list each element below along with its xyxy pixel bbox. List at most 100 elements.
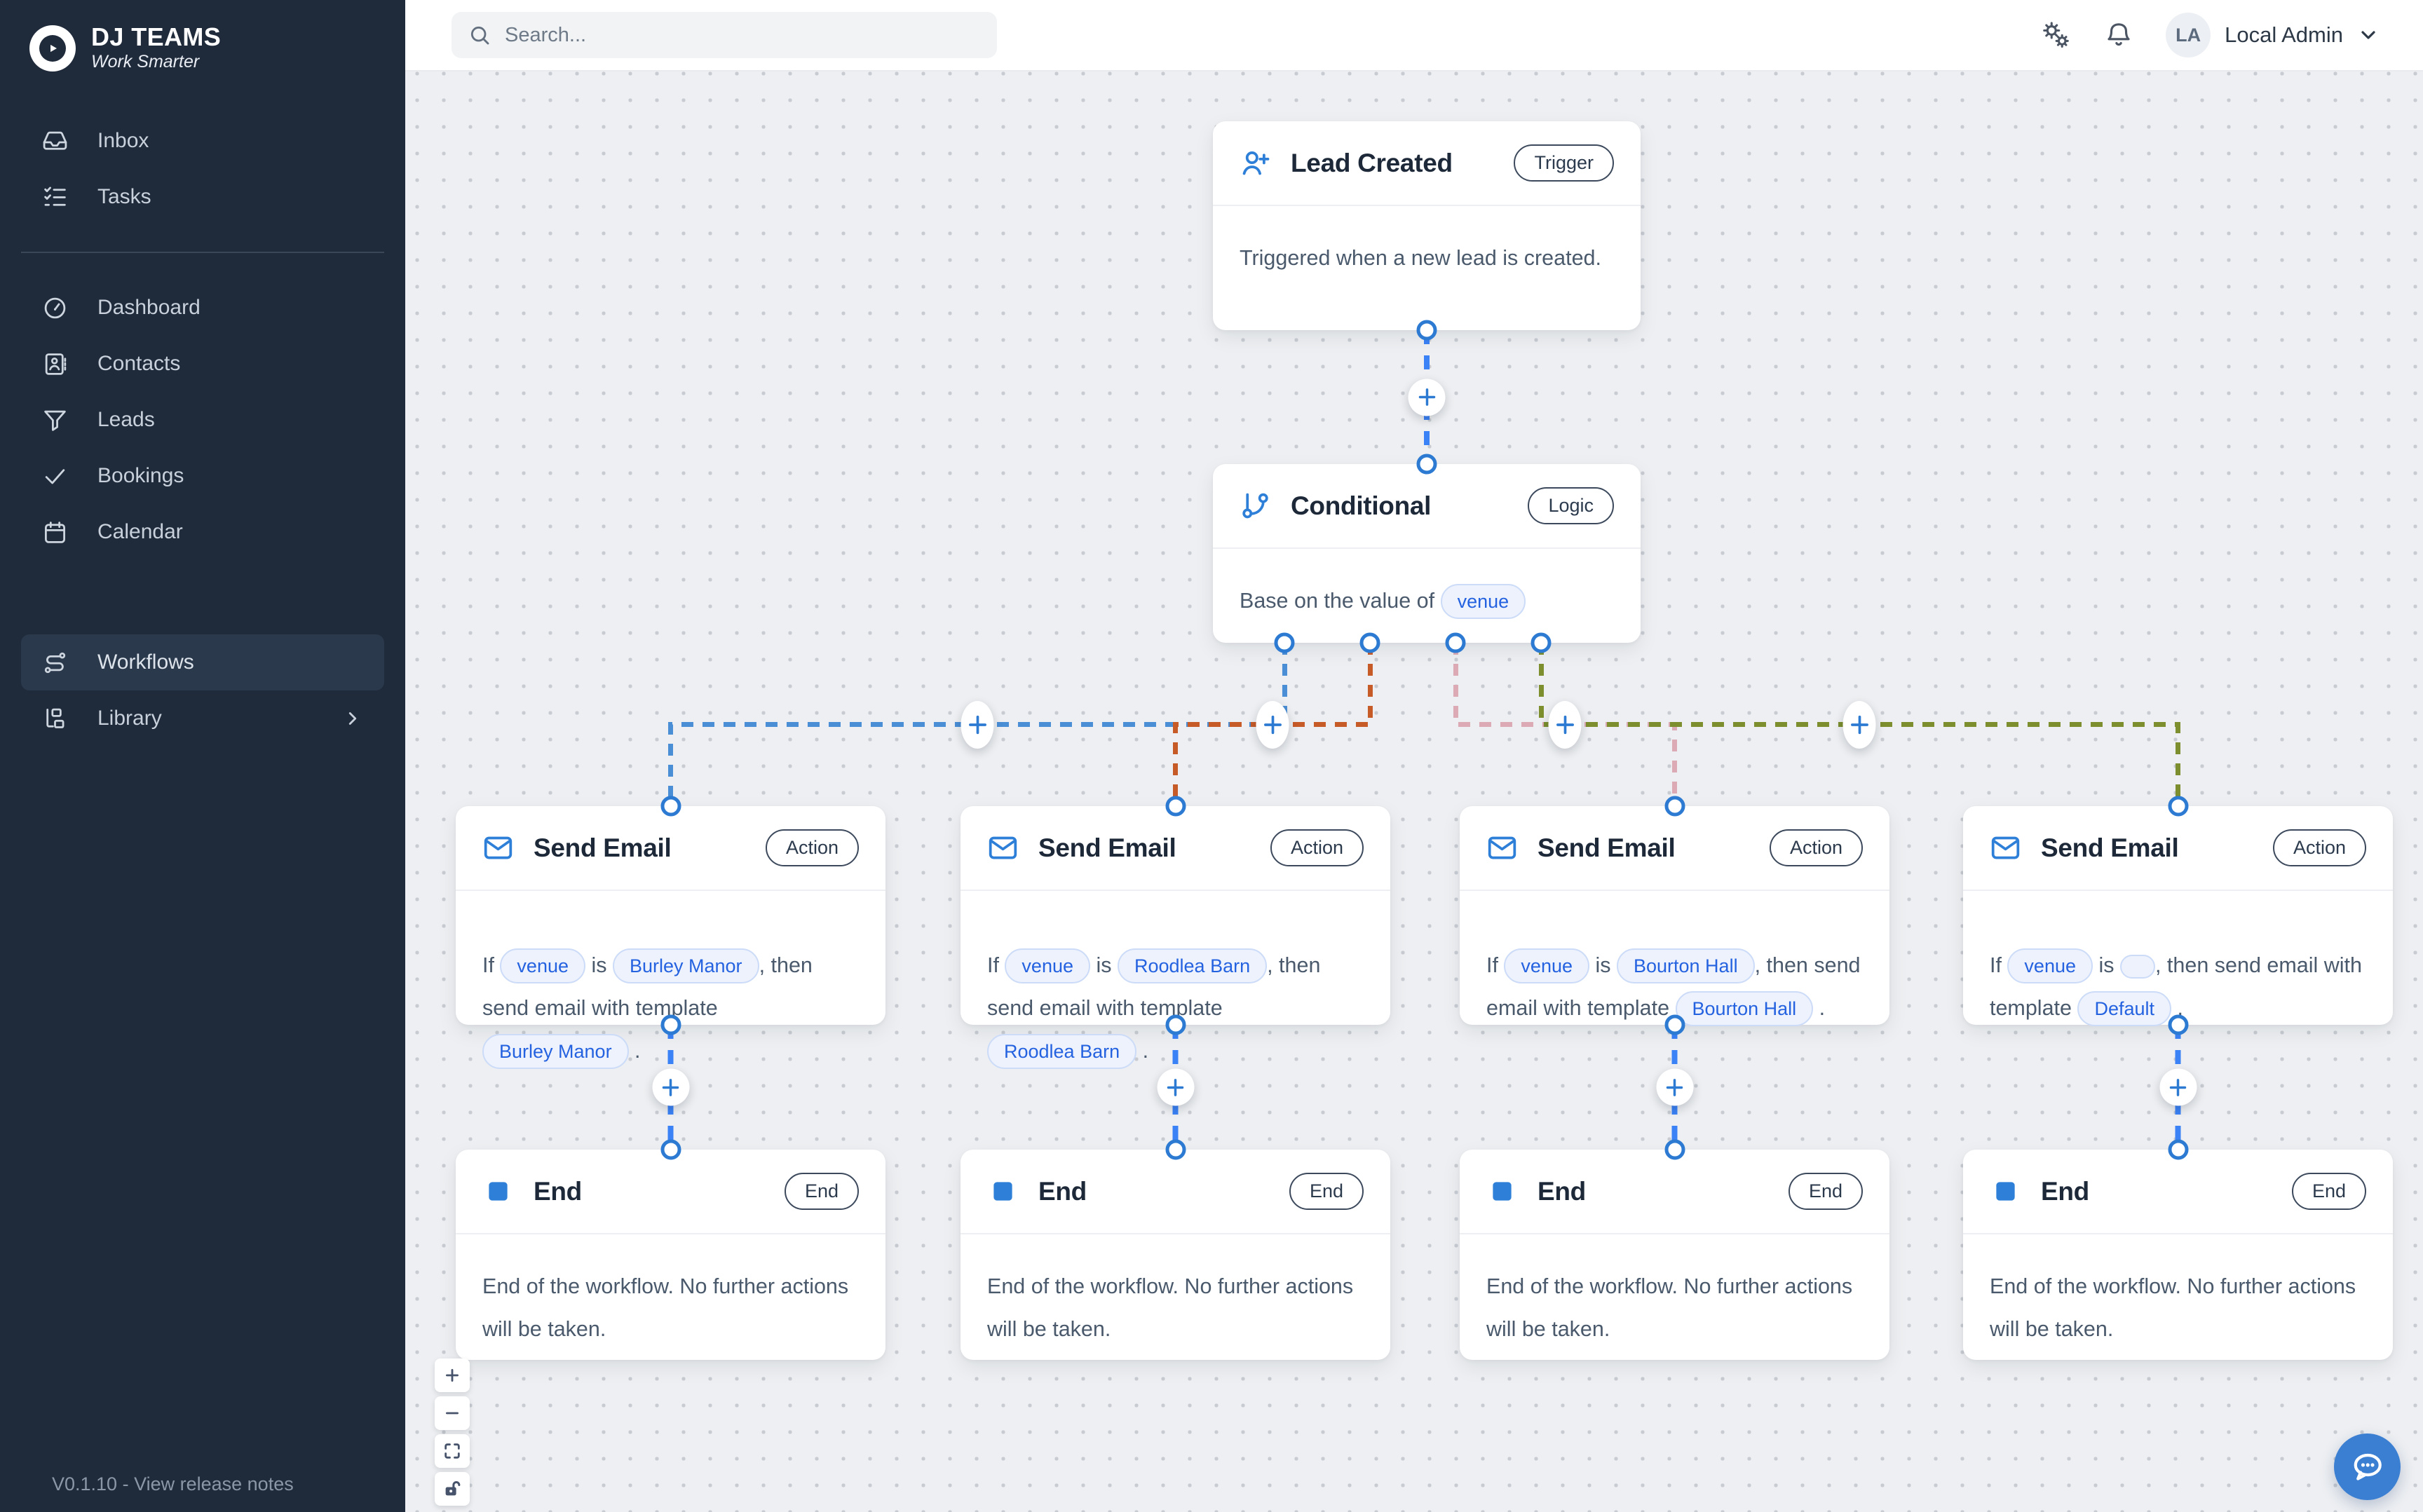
mail-icon (987, 832, 1019, 864)
sidebar-item-label: Dashboard (97, 296, 201, 319)
zoom-out-button[interactable] (435, 1396, 470, 1430)
token-chip[interactable]: Burley Manor (482, 1034, 629, 1069)
node-type-badge: Action (2272, 829, 2366, 866)
add-step-button[interactable] (1157, 1068, 1194, 1106)
connection-handle[interactable] (660, 1014, 681, 1035)
sidebar-item-library[interactable]: Library (21, 690, 384, 747)
connection-handle[interactable] (1445, 632, 1466, 653)
notifications-bell-icon[interactable] (2104, 20, 2133, 50)
add-step-button[interactable] (2159, 1068, 2197, 1106)
node-description: If venue is Bourton Hall, then send emai… (1460, 891, 1889, 1030)
sidebar-item-bookings[interactable]: Bookings (21, 448, 384, 504)
play-icon (39, 34, 66, 62)
token-chip[interactable] (2119, 954, 2155, 979)
connection-handle[interactable] (660, 796, 681, 817)
mail-icon (482, 832, 514, 864)
add-step-button[interactable] (1656, 1068, 1693, 1106)
node-description: End of the workflow. No further actions … (456, 1234, 885, 1351)
connection-handle[interactable] (1165, 1014, 1186, 1035)
topbar: LA Local Admin (405, 0, 2423, 71)
connection-handle[interactable] (2168, 1139, 2188, 1160)
mail-icon (1990, 832, 2021, 864)
brand-logo[interactable]: DJ TEAMS Work Smarter (0, 0, 405, 72)
sidebar-item-inbox[interactable]: Inbox (21, 113, 384, 169)
fit-view-button[interactable] (435, 1434, 470, 1468)
token-chip[interactable]: venue (1005, 948, 1090, 983)
brand-mark-icon (29, 25, 76, 71)
chat-button[interactable] (2334, 1433, 2401, 1500)
token-chip[interactable]: Burley Manor (612, 948, 759, 983)
divider (961, 1233, 1390, 1234)
sidebar-item-leads[interactable]: Leads (21, 392, 384, 448)
add-step-button[interactable] (1256, 700, 1289, 749)
user-menu[interactable]: LA Local Admin (2166, 13, 2380, 57)
token-chip[interactable]: Roodlea Barn (1117, 948, 1268, 983)
connection-handle[interactable] (2168, 796, 2188, 817)
sidebar-item-calendar[interactable]: Calendar (21, 504, 384, 560)
node-title: Send Email (1038, 833, 1176, 862)
token-chip[interactable]: venue (1440, 584, 1526, 619)
search-box[interactable] (452, 12, 997, 58)
connection-handle[interactable] (1664, 796, 1685, 817)
brand-name: DJ TEAMS (91, 22, 222, 51)
search-input[interactable] (503, 22, 955, 48)
unlock-button[interactable] (435, 1472, 470, 1506)
description-text: is (2093, 953, 2120, 977)
node-title: End (2041, 1176, 2089, 1206)
version-release-notes-link[interactable]: V0.1.10 - View release notes (52, 1473, 294, 1494)
node-description: If venue is Roodlea Barn, then send emai… (961, 891, 1390, 1072)
connection-handle[interactable] (1165, 1139, 1186, 1160)
token-chip[interactable]: Default (2077, 991, 2172, 1026)
bookings-icon (42, 463, 68, 489)
token-chip[interactable]: Bourton Hall (1616, 948, 1755, 983)
add-step-button[interactable] (961, 700, 994, 749)
token-chip[interactable]: venue (2007, 948, 2093, 983)
avatar: LA (2166, 13, 2211, 57)
token-chip[interactable]: Bourton Hall (1675, 991, 1814, 1026)
token-chip[interactable]: venue (1504, 948, 1589, 983)
description-text: End of the workflow. No further actions … (987, 1274, 1354, 1341)
connection-handle[interactable] (1664, 1139, 1685, 1160)
connection-handle[interactable] (1359, 632, 1380, 653)
sidebar-item-contacts[interactable]: Contacts (21, 336, 384, 392)
sidebar-item-label: Tasks (97, 185, 151, 208)
connection-handle[interactable] (1416, 454, 1437, 475)
connection-handle[interactable] (1664, 1014, 1685, 1035)
sidebar-item-label: Leads (97, 408, 155, 431)
token-chip[interactable]: Roodlea Barn (987, 1034, 1137, 1069)
settings-gears-icon[interactable] (2039, 19, 2072, 51)
sidebar-item-label: Calendar (97, 520, 183, 543)
sidebar-item-workflows[interactable]: Workflows (21, 634, 384, 690)
zoom-in-button[interactable] (435, 1358, 470, 1392)
add-step-button[interactable] (1842, 700, 1876, 749)
connection-handle[interactable] (1416, 320, 1437, 341)
add-step-button[interactable] (1548, 700, 1582, 749)
add-step-button[interactable] (652, 1068, 689, 1106)
connection-handle[interactable] (1531, 632, 1552, 653)
connection-handle[interactable] (1274, 632, 1295, 653)
add-step-button[interactable] (1408, 379, 1446, 416)
connection-handle[interactable] (1165, 796, 1186, 817)
connection-handle[interactable] (660, 1139, 681, 1160)
description-text: If (987, 953, 1005, 977)
connection-handle[interactable] (2168, 1014, 2188, 1035)
chevron-down-icon (2357, 24, 2380, 46)
token-chip[interactable]: venue (500, 948, 585, 983)
sidebar-item-tasks[interactable]: Tasks (21, 169, 384, 225)
sidebar-item-dashboard[interactable]: Dashboard (21, 280, 384, 336)
